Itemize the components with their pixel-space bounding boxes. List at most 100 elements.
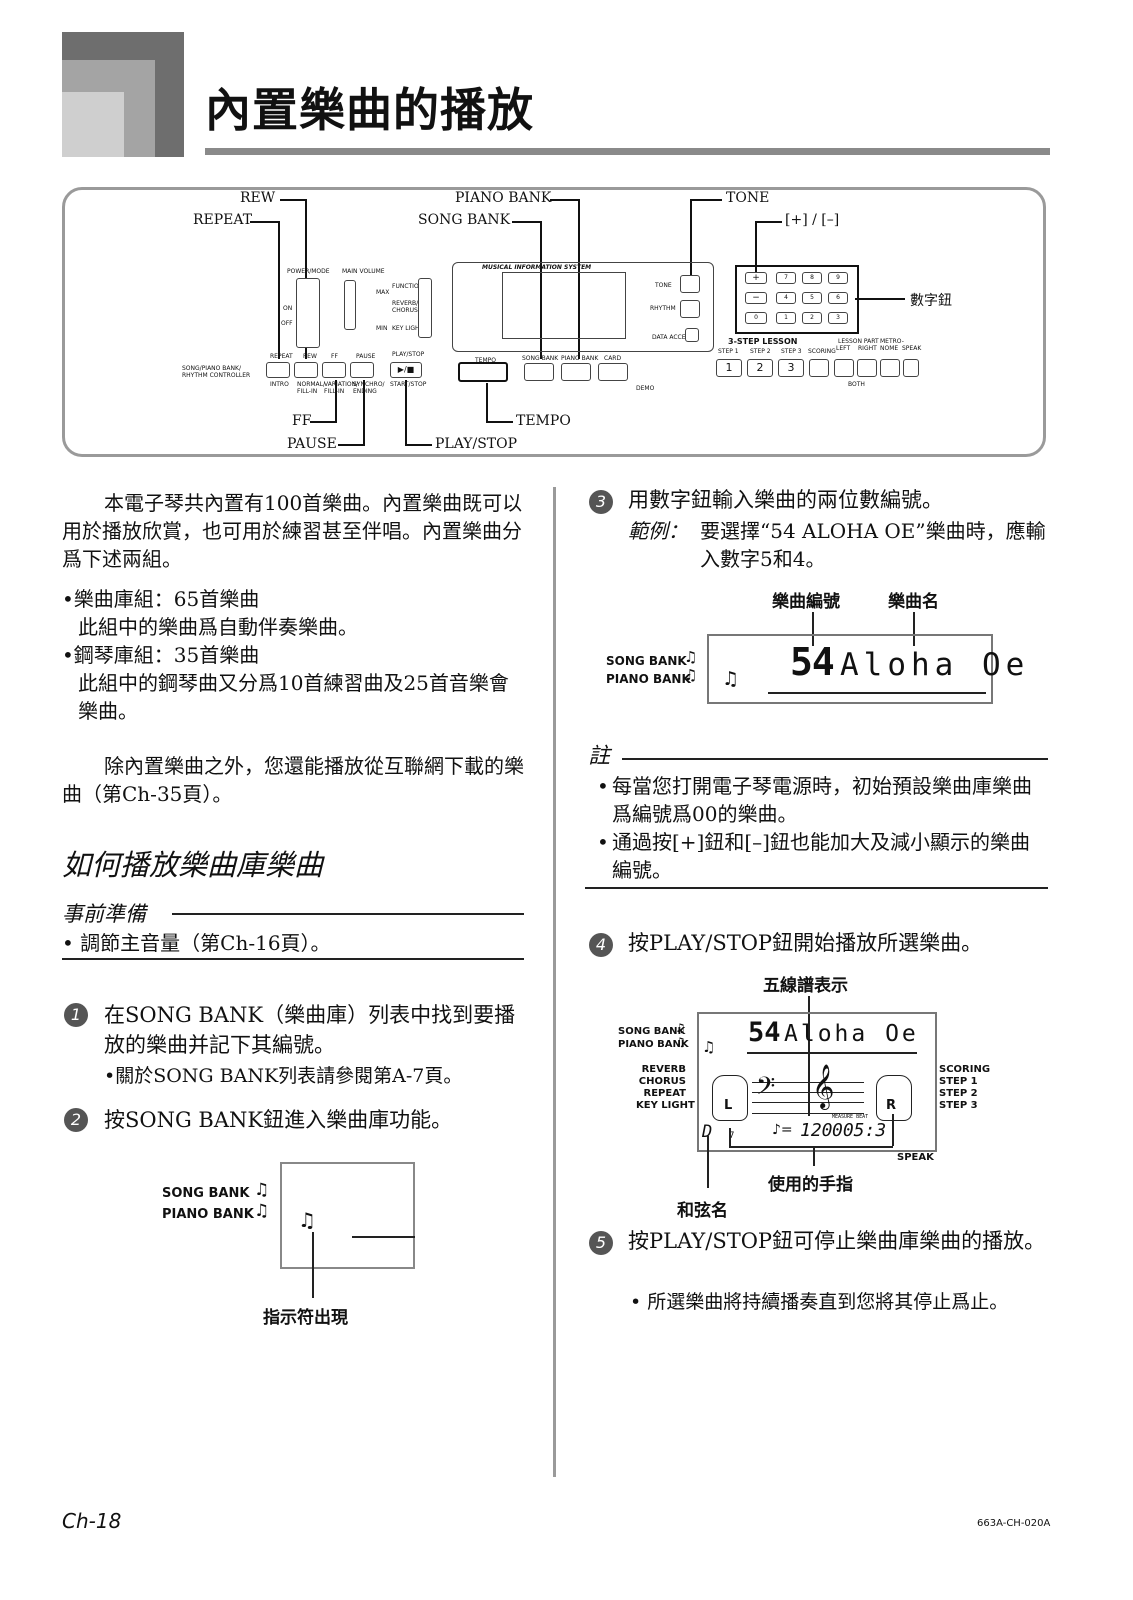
key-1[interactable]: 1	[776, 312, 796, 324]
repeat-button[interactable]	[266, 362, 290, 378]
step4-label-step3: STEP 3	[939, 1100, 978, 1111]
key-6[interactable]: 6	[828, 292, 848, 304]
piano-bank-button[interactable]	[561, 363, 591, 381]
step3-piano-bank-icon: ♫	[684, 666, 698, 684]
note2-bullet: •	[597, 830, 609, 854]
step2-song-bank-label: SONG BANK	[162, 1186, 250, 1201]
panel-text-ff: FF	[331, 353, 338, 360]
minus-button[interactable]: −	[745, 292, 767, 304]
metronome-button[interactable]	[880, 359, 900, 377]
title-rule	[205, 148, 1050, 155]
panel-text-variation: VARIATION/ FILL-IN	[324, 381, 359, 395]
tone-button[interactable]	[680, 275, 700, 293]
panel-text-step1: STEP 1	[718, 348, 739, 355]
label-pause: PAUSE	[287, 436, 337, 452]
label-tone: TONE	[726, 190, 770, 206]
staff-lines	[752, 1082, 864, 1114]
page-number: Ch-18	[62, 1509, 122, 1533]
step5-sub: • 所選樂曲將持續播奏直到您將其停止爲止。	[630, 1291, 1009, 1313]
rhythm-button[interactable]	[680, 300, 700, 318]
panel-text-main-volume: MAIN VOLUME	[342, 268, 385, 275]
panel-text-piano-bank: PIANO BANK	[561, 355, 599, 362]
leader-tempo	[486, 421, 513, 423]
left-part-button[interactable]	[834, 359, 854, 377]
step3-number: 3	[589, 490, 613, 514]
staff-line-mid2	[752, 1102, 864, 1103]
step4-piano-bank-icon: ♫	[675, 1035, 686, 1049]
panel-text-repeat: REPEAT	[270, 353, 293, 360]
intro-paragraph: 本電子琴共內置有100首樂曲。內置樂曲既可以用於播放欣賞，也可用於練習甚至伴唱。…	[62, 491, 523, 571]
step4-name-underline	[747, 1052, 917, 1054]
leader-ff	[310, 421, 337, 423]
panel-text-normal-fill: NORMAL/ FILL-IN	[297, 381, 326, 395]
step4-label-step2: STEP 2	[939, 1088, 978, 1099]
key-5[interactable]: 5	[802, 292, 822, 304]
key-9[interactable]: 9	[828, 272, 848, 284]
note-title-rule	[622, 758, 1048, 760]
song-name-leader	[913, 612, 915, 646]
page-title: 內置樂曲的播放	[205, 83, 534, 137]
lesson-step2-button[interactable]: 2	[747, 359, 773, 377]
step1-text: 在SONG BANK（樂曲庫）列表中找到要播放的樂曲并記下其編號。	[104, 1003, 516, 1057]
pause-button[interactable]	[350, 362, 374, 378]
key-3[interactable]: 3	[828, 312, 848, 324]
right-part-button[interactable]	[857, 359, 877, 377]
lesson-step1-button[interactable]: 1	[716, 359, 742, 377]
step3-song-bank-label: SONG BANK	[606, 654, 687, 668]
panel-text-rhythm: RHYTHM	[650, 305, 676, 312]
leader-rew	[280, 199, 307, 201]
step2-piano-bank-icon: ♫	[254, 1201, 270, 1221]
step4-song-name: Aloha Oe	[784, 1021, 919, 1047]
leader-play-stop	[405, 444, 432, 446]
step2-indicator-icon: ♫	[298, 1208, 316, 1232]
display-housing	[452, 262, 714, 352]
leader-play-stop-v	[405, 380, 407, 446]
step1-sub: •關於SONG BANK列表請參閱第A-7頁。	[104, 1065, 463, 1087]
panel-text-reverb-chorus: REVERB/ CHORUS	[392, 300, 419, 314]
panel-text-off: OFF	[281, 320, 293, 327]
step4-text: 按PLAY/STOP鈕開始播放所選樂曲。	[628, 931, 983, 955]
chord-name-suffix: 7	[729, 1131, 735, 1141]
leader-piano-bank-v	[578, 199, 580, 359]
chord-caption: 和弦名	[677, 1201, 728, 1221]
header-block-light	[62, 92, 124, 157]
key-4[interactable]: 4	[776, 292, 796, 304]
panel-text-step2: STEP 2	[750, 348, 771, 355]
tempo-buttons[interactable]	[458, 362, 508, 382]
fingers-caption: 使用的手指	[768, 1175, 853, 1195]
panel-text-metronome: METRO- NOME	[880, 338, 904, 352]
plus-button[interactable]: +	[745, 272, 767, 284]
panel-text-on: ON	[283, 305, 293, 312]
panel-text-lesson-part: LESSON PART	[838, 338, 879, 345]
panel-text-both: BOTH	[848, 381, 865, 388]
download-paragraph: 除內置樂曲之外，您還能播放從互聯網下載的樂曲（第Ch-35頁）。	[62, 754, 524, 806]
step3-indicator-icon: ♫	[722, 668, 740, 690]
lcd-screen	[502, 272, 626, 339]
key-7[interactable]: 7	[776, 272, 796, 284]
step3-song-number: 54	[790, 640, 835, 684]
label-tempo: TEMPO	[516, 413, 571, 429]
key-8[interactable]: 8	[802, 272, 822, 284]
lesson-step3-button[interactable]: 3	[778, 359, 804, 377]
fingers-caption-leader	[813, 1146, 815, 1166]
card-button[interactable]	[598, 363, 628, 381]
keyboard-panel-diagram	[62, 187, 1046, 457]
rew-button[interactable]	[294, 362, 318, 378]
song-number-leader	[812, 612, 814, 646]
key-2[interactable]: 2	[802, 312, 822, 324]
key-0[interactable]: 0	[745, 312, 767, 324]
leader-piano-bank	[550, 199, 580, 201]
prep-title: 事前準備	[62, 902, 146, 926]
speak-button[interactable]	[903, 359, 919, 377]
scoring-button[interactable]	[809, 359, 829, 377]
metronome-icon: ♪=	[772, 1122, 793, 1138]
play-stop-button[interactable]: ▶/■	[390, 362, 422, 378]
function-buttons[interactable]	[418, 278, 432, 338]
main-volume-slider[interactable]	[344, 280, 356, 330]
song-bank-button[interactable]	[524, 363, 554, 381]
ff-button[interactable]	[322, 362, 346, 378]
label-number-buttons: 數字鈕	[910, 293, 952, 309]
fingers-bracket-left	[729, 1128, 731, 1146]
power-mode-switch[interactable]	[296, 278, 320, 348]
label-play-stop: PLAY/STOP	[435, 436, 518, 452]
